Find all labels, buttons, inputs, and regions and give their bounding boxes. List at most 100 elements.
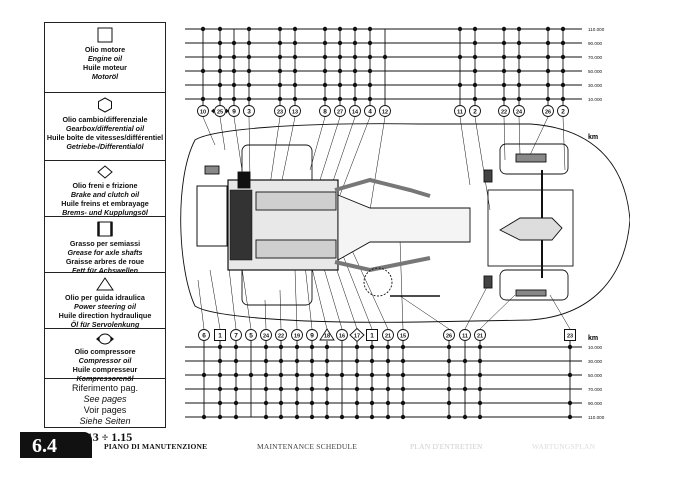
service-point-2-interval-dot — [560, 26, 566, 32]
service-point-4-interval-dot — [367, 82, 373, 88]
service-point-7-circle-icon — [230, 329, 242, 341]
service-point-23-circle-icon — [274, 105, 286, 117]
service-point-26-number: 26 — [545, 109, 551, 115]
legend-label-de: Öl für Servolenkung — [70, 320, 140, 329]
legend-label-fr: Huile direction hydraulique — [58, 311, 152, 320]
service-point-13-circle-icon — [289, 105, 301, 117]
service-point-2-interval-dot — [472, 40, 478, 46]
legend-label-it: Olio motore — [84, 45, 126, 54]
service-point-9-interval-dot — [231, 68, 237, 74]
cylinder-bank-left — [255, 191, 337, 211]
service-point-11-column: 11 — [459, 329, 471, 420]
service-point-24-interval-dot — [516, 54, 522, 60]
leader-line — [279, 116, 296, 191]
service-point-16-number: 16 — [339, 333, 345, 339]
legend-item-axle-grease: Grasso per semiassi Grease for axle shaf… — [45, 217, 165, 275]
service-point-18-interval-dot — [324, 386, 330, 392]
service-point-1-interval-dot — [217, 400, 223, 406]
service-point-22-number: 22 — [278, 333, 284, 339]
service-point-18-interval-dot — [324, 414, 330, 420]
service-point-21-interval-dot — [477, 372, 483, 378]
gearbox — [337, 194, 471, 261]
service-point-21-interval-dot — [477, 358, 483, 364]
service-point-9-interval-dot — [309, 414, 315, 420]
legend-label-de: Fett für Achswellen — [71, 266, 139, 275]
chapter-number: 6.4 — [20, 432, 92, 458]
service-point-22-column: 22 — [275, 329, 287, 420]
service-point-24-interval-dot — [263, 372, 269, 378]
service-point-25-interval-dot — [217, 54, 223, 60]
service-point-15-interval-dot — [400, 400, 406, 406]
service-point-19-interval-dot — [294, 358, 300, 364]
service-point-1-number: 1 — [370, 332, 374, 339]
legend-label-fr: Huile compresseur — [72, 365, 138, 374]
leader-line — [219, 116, 226, 151]
service-point-8-column: 8 — [319, 26, 331, 117]
exhaust-left — [334, 177, 431, 198]
leader-line — [474, 116, 491, 211]
service-point-21-interval-dot — [385, 358, 391, 364]
leader-line — [309, 259, 328, 330]
service-point-2-column: 2 — [557, 26, 569, 117]
service-point-3-number: 3 — [247, 108, 251, 115]
service-point-6-circle-icon — [198, 329, 210, 341]
leader-line — [294, 269, 298, 330]
service-point-12-interval-dot — [382, 54, 388, 60]
service-point-7-column: 7 — [230, 329, 242, 420]
service-point-9-number: 9 — [310, 332, 314, 339]
service-point-14-circle-icon — [349, 105, 361, 117]
service-point-23-interval-dot — [277, 54, 283, 60]
exhaust-right — [334, 256, 431, 273]
service-point-4-interval-dot — [367, 68, 373, 74]
service-point-5-interval-dot — [248, 372, 254, 378]
service-point-14-interval-dot — [352, 96, 358, 102]
service-point-13-interval-dot — [292, 96, 298, 102]
service-point-23-interval-dot — [277, 68, 283, 74]
service-point-23-interval-dot — [277, 26, 283, 32]
service-point-3-circle-icon — [243, 105, 255, 117]
service-point-1-interval-dot — [217, 358, 223, 364]
service-point-7-interval-dot — [233, 372, 239, 378]
service-point-27-interval-dot — [337, 40, 343, 46]
service-point-24-interval-dot — [263, 358, 269, 364]
service-point-24-interval-dot — [263, 344, 269, 350]
service-point-26-interval-dot — [545, 96, 551, 102]
leader-line — [309, 116, 326, 171]
reference-label-it: Riferimento pag. — [71, 383, 139, 393]
service-point-26-circle-icon — [542, 105, 554, 117]
service-point-15-interval-dot — [400, 358, 406, 364]
service-point-24-column: 24 — [513, 26, 525, 117]
service-point-18-number: 18 — [324, 333, 330, 339]
service-point-23-interval-dot — [277, 82, 283, 88]
service-point-2-number: 2 — [473, 108, 477, 115]
service-point-17-interval-dot — [354, 344, 360, 350]
leader-line — [399, 239, 404, 330]
legend-item-gearbox-oil: Olio cambio/differenziale Gearbox/differ… — [45, 93, 165, 161]
leader-line — [529, 116, 549, 156]
service-point-8-interval-dot — [322, 96, 328, 102]
service-point-3-interval-dot — [246, 82, 252, 88]
legend-label-fr: Huile freins et embrayage — [61, 199, 149, 208]
leader-line — [202, 116, 216, 146]
leader-line — [339, 247, 373, 330]
legend-label-de: Motoröl — [91, 72, 119, 81]
service-point-19-interval-dot — [294, 344, 300, 350]
service-point-12-number: 12 — [382, 109, 388, 115]
leader-line — [197, 279, 205, 330]
service-point-10-circle-icon — [197, 105, 209, 117]
service-point-23-column: 23 — [564, 329, 576, 420]
service-point-16-circle-icon — [336, 329, 348, 341]
service-point-6-interval-dot — [201, 372, 207, 378]
service-point-23-interval-dot — [277, 40, 283, 46]
service-point-2-interval-dot — [560, 40, 566, 46]
service-point-9-interval-dot — [231, 54, 237, 60]
service-point-2-interval-dot — [560, 82, 566, 88]
service-point-25-interval-dot — [217, 96, 223, 102]
service-point-25-interval-dot — [217, 40, 223, 46]
service-point-14-interval-dot — [352, 40, 358, 46]
service-point-22-number: 22 — [501, 109, 507, 115]
service-point-24-number: 24 — [516, 109, 523, 115]
service-point-21-interval-dot — [477, 386, 483, 392]
service-point-22-interval-dot — [501, 54, 507, 60]
service-point-24-number: 24 — [263, 333, 270, 339]
